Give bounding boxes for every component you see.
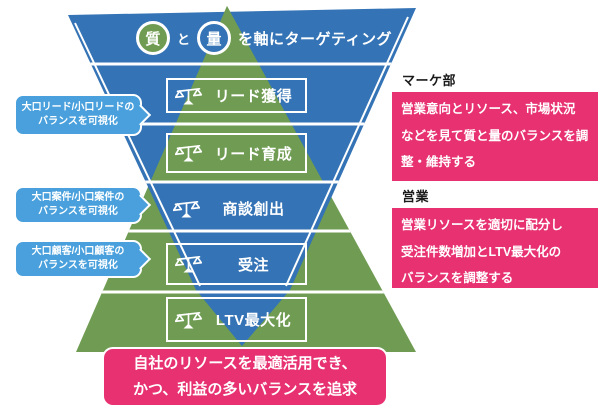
quantity-circle: 量 [196, 21, 231, 55]
stage-label: リード育成 [214, 145, 293, 163]
stage-order-win: 受注 [166, 243, 307, 285]
stage-opportunity-creation: 商談創出 [166, 187, 307, 230]
balance-scale-icon [175, 311, 202, 328]
sales-note: 営業リソースを適切に配分し 受注件数増加とLTV最大化の バランスを調整する [392, 208, 598, 288]
stage-label: リード獲得 [214, 88, 293, 105]
targeting-header: 質 と 量 を軸にターゲティング [118, 19, 410, 57]
stage-label: 受注 [237, 256, 269, 274]
quality-circle: 質 [135, 21, 170, 55]
callout-lead-balance: 大口リード/小口リードの バランスを可視化 [14, 94, 142, 136]
header-title: を軸にターゲティング [237, 30, 393, 48]
balance-scale-icon [173, 200, 200, 217]
callout-deal-balance: 大口案件/小口案件の バランスを可視化 [14, 186, 142, 224]
header-connector: と [176, 31, 190, 47]
quality-triangle-overlay [149, 6, 324, 183]
balance-scale-icon [175, 87, 202, 104]
stage-ltv-maximization: LTV最大化 [166, 297, 307, 342]
marketing-dept-heading: マーケ部 [402, 73, 457, 88]
marketing-dept-note: 営業意向とリソース、市場状況 などを見て質と量のバランスを調 整・維持する [392, 92, 598, 181]
balance-scale-icon [175, 255, 202, 273]
callout-customer-balance: 大口顧客/小口顧客の バランスを可視化 [14, 240, 142, 278]
stage-lead-nurturing: リード育成 [166, 133, 307, 173]
sales-heading: 営業 [402, 189, 430, 204]
stage-lead-acquisition: リード獲得 [166, 78, 307, 113]
goal-note: 自社のリソースを最適活用でき、 かつ、利益の多いバランスを追求 [102, 347, 388, 407]
funnel-inset-border [74, 16, 409, 287]
stage-label: LTV最大化 [215, 312, 292, 329]
balance-scale-icon [175, 144, 202, 162]
stage-label: 商談創出 [222, 201, 285, 218]
